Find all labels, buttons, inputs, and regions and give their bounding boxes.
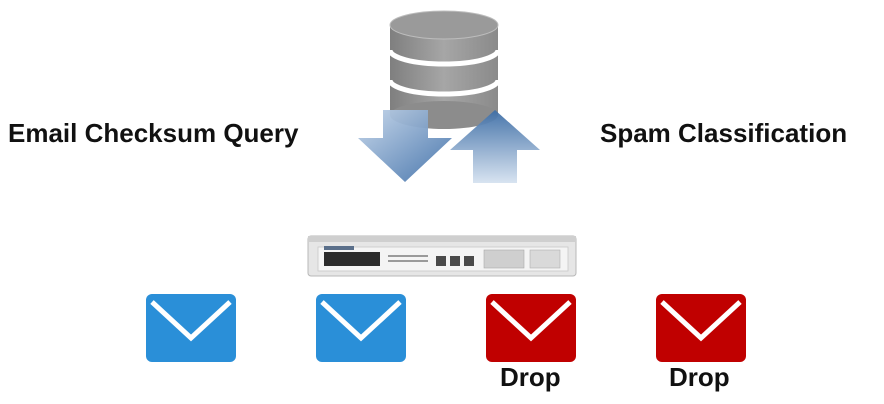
drop-label: Drop (500, 362, 561, 392)
drop-label: Drop (669, 362, 730, 392)
envelope-icon (486, 294, 576, 362)
envelope-icon (316, 294, 406, 362)
envelope-icon (656, 294, 746, 362)
spam-classification-label: Spam Classification (600, 118, 848, 148)
checksum-query-label: Email Checksum Query (8, 118, 299, 148)
envelope-icon (146, 294, 236, 362)
